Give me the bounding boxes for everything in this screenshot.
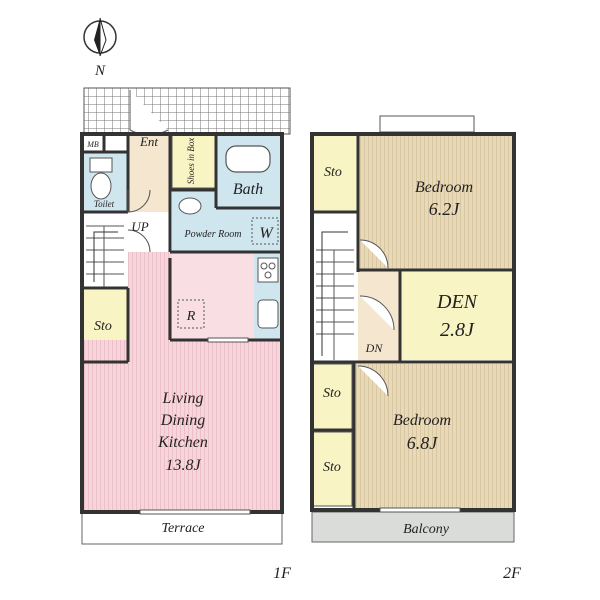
storage-1f-label: Sto bbox=[94, 319, 112, 334]
toilet-label: Toilet bbox=[94, 199, 115, 209]
dn-label: DN bbox=[365, 341, 384, 355]
mb-room bbox=[82, 134, 104, 152]
ldk-size: 13.8J bbox=[165, 457, 201, 474]
kitchen-sink-icon bbox=[257, 299, 279, 329]
door-swing-icon bbox=[357, 365, 389, 397]
door-swing-icon bbox=[359, 295, 395, 331]
toilet-bowl-icon bbox=[90, 172, 112, 200]
storage-2f-mid-label: Sto bbox=[323, 386, 341, 401]
storage-2f-top bbox=[312, 134, 358, 212]
stair-treads-1f bbox=[86, 225, 124, 288]
sink-icon bbox=[178, 197, 202, 215]
second-floor-interior-walls bbox=[312, 134, 514, 510]
bedroom-1-size: 6.2J bbox=[429, 199, 461, 219]
up-label: UP bbox=[131, 219, 148, 234]
window-icon bbox=[207, 337, 249, 343]
first-floor-plan bbox=[80, 87, 291, 545]
bedroom-1 bbox=[358, 134, 514, 270]
ldk-label-line1: Living bbox=[162, 390, 204, 407]
storage-2f-top-label: Sto bbox=[324, 165, 342, 180]
second-floor-label: 2F bbox=[503, 565, 521, 582]
powder-room-label: Powder Room bbox=[184, 229, 242, 240]
toilet-door-icon bbox=[127, 189, 151, 213]
first-floor-interior-walls bbox=[82, 134, 282, 364]
stair-2f bbox=[312, 212, 358, 362]
fridge-label: R bbox=[186, 309, 196, 324]
second-floor-plan bbox=[310, 115, 516, 543]
ldk-room bbox=[82, 340, 282, 512]
north-compass-icon bbox=[83, 17, 117, 57]
entrance-room bbox=[128, 134, 170, 212]
mb-label: MB bbox=[86, 140, 99, 149]
fridge-space bbox=[177, 299, 205, 329]
washer-space bbox=[251, 217, 279, 245]
window-icon bbox=[379, 115, 475, 133]
toilet-tank-icon bbox=[89, 157, 113, 173]
bedroom-2-label: Bedroom bbox=[393, 412, 451, 429]
window-icon bbox=[379, 507, 461, 513]
entrance-label: Ent bbox=[139, 134, 158, 149]
bedroom-1-label: Bedroom bbox=[415, 179, 473, 196]
entry-porch bbox=[83, 87, 291, 135]
storage-2f-bottom-label: Sto bbox=[323, 460, 341, 475]
compass-north-label: N bbox=[94, 63, 106, 79]
den-size: 2.8J bbox=[440, 319, 475, 341]
stair-arrow-icon bbox=[321, 231, 348, 356]
washer-label: W bbox=[259, 225, 274, 242]
shoe-box bbox=[171, 133, 217, 189]
den-room bbox=[400, 272, 514, 360]
window-icon bbox=[139, 509, 251, 515]
storage-2f-bottom bbox=[311, 431, 353, 507]
stove-icon bbox=[257, 257, 279, 283]
ldk-label-line2: Dining bbox=[160, 412, 205, 429]
bedroom-2-size: 6.8J bbox=[407, 433, 439, 453]
terrace bbox=[81, 511, 283, 545]
ldk-label-line3: Kitchen bbox=[157, 434, 208, 451]
door-swing-icon bbox=[359, 239, 389, 269]
balcony-label: Balcony bbox=[403, 522, 450, 537]
first-floor-label: 1F bbox=[273, 565, 291, 582]
door-swing-icon bbox=[127, 229, 151, 253]
kitchen-area bbox=[172, 252, 254, 340]
hall-2f bbox=[358, 270, 400, 362]
shoes-box-label: Shoes in Box bbox=[186, 138, 196, 185]
bathtub-icon bbox=[225, 145, 271, 173]
bath-label: Bath bbox=[233, 181, 263, 198]
terrace-label: Terrace bbox=[161, 521, 204, 536]
den-label: DEN bbox=[436, 291, 479, 313]
stair-arrow-icon bbox=[93, 231, 118, 282]
